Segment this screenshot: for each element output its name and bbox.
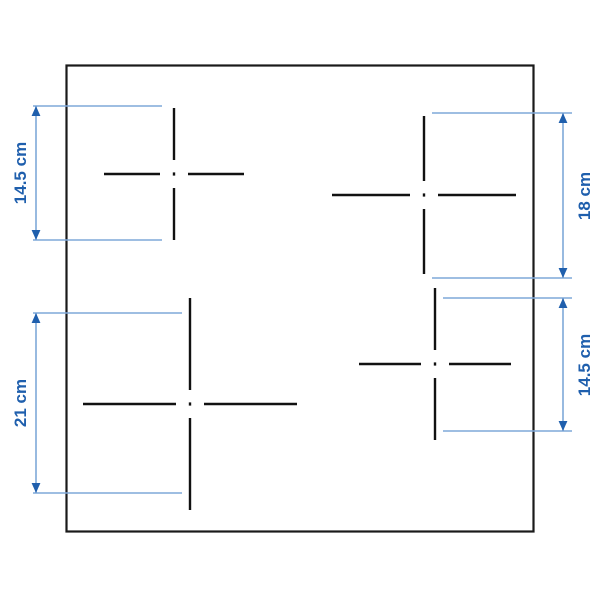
dimension-top-left-arrowhead-end: [31, 230, 41, 240]
burner-top-right: [332, 116, 516, 274]
burner-bottom-left: [83, 298, 297, 510]
dimension-bottom-right-label: 14.5 cm: [575, 333, 595, 397]
dimension-bottom-right-arrowhead-end: [558, 421, 568, 431]
dimension-top-right: [432, 112, 572, 279]
dimension-bottom-left-label: 21 cm: [11, 378, 31, 428]
burner-bottom-right: [359, 288, 511, 440]
dimension-top-right-arrowhead-end: [558, 268, 568, 278]
dimension-top-right-arrowhead-start: [558, 113, 568, 123]
dimension-bottom-left-arrowhead-start: [31, 313, 41, 323]
dimension-top-left-arrowhead-start: [31, 106, 41, 116]
dimension-top-left: [31, 105, 162, 241]
burner-top-left: [104, 108, 244, 240]
dimension-bottom-left: [31, 312, 182, 494]
dimension-top-right-label: 18 cm: [575, 171, 595, 221]
dimension-top-left-label: 14.5 cm: [11, 141, 31, 205]
dimension-bottom-left-arrowhead-end: [31, 483, 41, 493]
dimension-bottom-right-arrowhead-start: [558, 298, 568, 308]
dimension-bottom-right: [443, 297, 572, 432]
